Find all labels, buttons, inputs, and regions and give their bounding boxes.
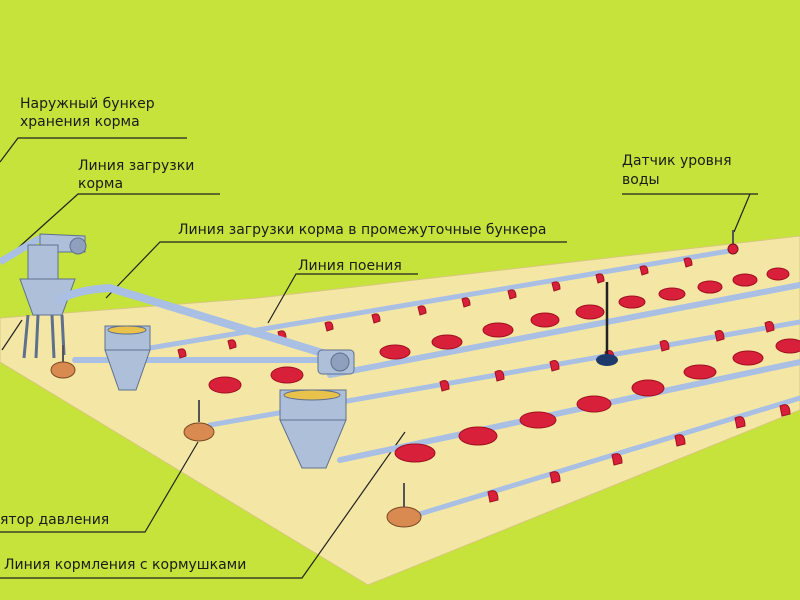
water-sensor-label-line1: Датчик уровня [622,153,732,169]
feeder-pan [576,395,612,413]
feeder-pan [575,304,605,320]
drinker-row-5 [487,404,791,503]
feeder-pan [775,338,800,354]
drinker [683,257,693,268]
intermediate-bunker-2 [279,389,347,469]
feeder-pan [379,344,411,360]
weighing-pole [596,282,618,366]
drinker [779,404,791,417]
drinker [461,297,471,308]
drinker [659,340,670,352]
drinker [595,273,605,284]
leader-lines [0,137,758,579]
feeder-pan [697,280,723,294]
feeder-pan [658,287,686,301]
feeder-pan [766,267,790,281]
drinker [611,453,623,466]
drinker [674,434,686,447]
feeder-pan [631,379,665,397]
drinker [487,490,499,503]
feeding-line-label: Линия кормления с кормушками [4,557,247,573]
drinker [371,313,381,324]
feeder-pan [683,364,717,380]
water-sensor-label-line2: воды [622,172,660,188]
pressure-regulators [50,345,422,528]
feeder-row-2 [379,267,790,360]
drinker [549,471,561,484]
outer-bunker-label-line2: хранения корма [20,114,140,130]
pressure-regulator-1 [50,345,76,379]
outer-storage-bunker [0,233,87,359]
drinker [639,265,649,276]
feeder-pan [519,411,557,429]
drinker [549,360,560,372]
leader-intermediate [105,241,567,299]
pressure-regulator-label: ятор давления [0,512,110,528]
feeder-pan [458,426,498,446]
feeder-pan [732,350,764,366]
drinker [764,321,775,333]
drinker [507,289,517,300]
feeder-row-4 [394,338,800,463]
leader-water-sensor-tip [733,193,751,233]
leader-watering [267,273,418,324]
feeder-pan [208,376,242,394]
intermediate-loading-pipe [56,283,349,364]
outer-bunker-label-line1: Наружный бункер [20,96,155,112]
drinker [714,330,725,342]
feed-line-2 [327,282,800,378]
conveyor-motor [317,349,355,375]
feeder-pan [394,443,436,463]
feeder-pan [530,312,560,328]
drinker [439,380,450,392]
drinker [494,370,505,382]
intermediate-bunker-1 [104,325,151,391]
pressure-regulator-3 [386,483,422,528]
intermediate-loading-label: Линия загрузки корма в промежуточные бун… [178,222,547,238]
drinker [551,281,561,292]
bunker-top [27,244,59,280]
drinker-row-3 [439,321,775,392]
drinker [227,339,237,350]
drinker [324,321,334,332]
leader-feeding [0,431,406,579]
drinker [734,416,746,429]
feeder-pan [482,322,514,338]
drinker [417,305,427,316]
water-line-5 [397,395,800,523]
feeder-pan [431,334,463,350]
pressure-regulator-2 [183,400,215,442]
feeders [208,267,800,463]
drinker [177,348,187,359]
leader-pressure-regulator [0,441,199,533]
feeder-pan [618,295,646,309]
water-level-sensor [727,230,739,255]
feed-loading-label-line1: Линия загрузки [78,158,195,174]
leader-feed-loading [17,193,220,249]
leader-outer-bunker [0,137,187,163]
feeder-pan [732,273,758,287]
feed-loading-label-line2: корма [78,176,124,192]
feeder-pan [270,366,304,384]
watering-line-label: Линия поения [298,258,402,274]
leader-left-edge [1,319,23,351]
feeder-row-front [208,366,304,394]
